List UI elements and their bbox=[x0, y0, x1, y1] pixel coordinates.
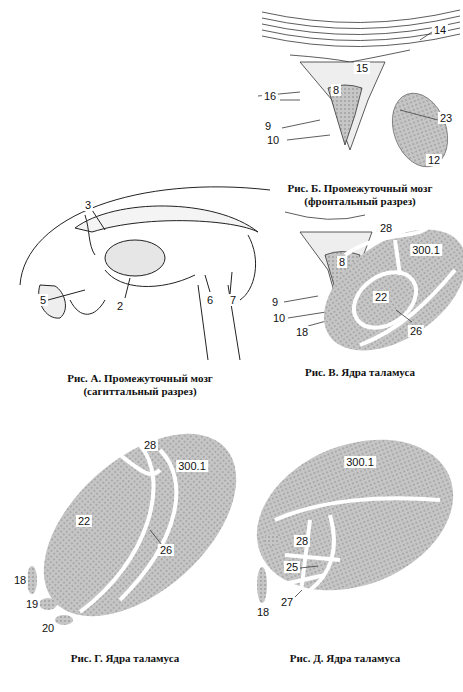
callout-number: 8 bbox=[331, 84, 341, 96]
callout-number: 25 bbox=[284, 561, 300, 573]
figure-caption: Рис. Г. Ядра таламуса bbox=[30, 652, 220, 665]
callout-number: 3 bbox=[83, 199, 93, 211]
callout-number: 16 bbox=[262, 90, 278, 102]
callout-number: 22 bbox=[373, 291, 389, 303]
callout-number: 23 bbox=[438, 112, 454, 124]
callout-number: 20 bbox=[40, 622, 56, 634]
callout-number: 22 bbox=[76, 515, 92, 527]
callout-number: 28 bbox=[294, 535, 310, 547]
callout-number: 15 bbox=[354, 62, 370, 74]
callout-number: 300.1 bbox=[410, 244, 442, 256]
callout-number: 19 bbox=[24, 598, 40, 610]
callout-number: 18 bbox=[255, 606, 271, 618]
callout-number: 28 bbox=[142, 439, 158, 451]
figure-caption: Рис. Б. Промежуточный мозг (фронтальный … bbox=[260, 182, 460, 208]
callout-number: 18 bbox=[294, 326, 310, 338]
callout-number: 28 bbox=[378, 222, 394, 234]
callout-number: 26 bbox=[408, 325, 424, 337]
callout-number: 300.1 bbox=[176, 460, 208, 472]
callout-number: 5 bbox=[38, 294, 48, 306]
callout-number: 9 bbox=[270, 296, 280, 308]
callout-number: 300.1 bbox=[344, 456, 376, 468]
callout-number: 8 bbox=[337, 256, 347, 268]
callout-number: 2 bbox=[115, 300, 125, 312]
figure-caption: Рис. А. Промежуточный мозг (сагиттальный… bbox=[45, 372, 235, 398]
callout-number: 12 bbox=[426, 154, 442, 166]
figure-caption: Рис. В. Ядра таламуса bbox=[265, 366, 455, 379]
figure-caption: Рис. Д. Ядра таламуса bbox=[250, 652, 440, 665]
callout-number: 27 bbox=[279, 596, 295, 608]
callout-number: 10 bbox=[271, 312, 287, 324]
callout-number: 6 bbox=[205, 294, 215, 306]
callout-number: 18 bbox=[12, 574, 28, 586]
callout-number: 26 bbox=[158, 544, 174, 556]
callout-number: 14 bbox=[432, 24, 448, 36]
callout-number: 9 bbox=[263, 120, 273, 132]
callout-number: 10 bbox=[265, 134, 281, 146]
callout-number: 7 bbox=[228, 294, 238, 306]
